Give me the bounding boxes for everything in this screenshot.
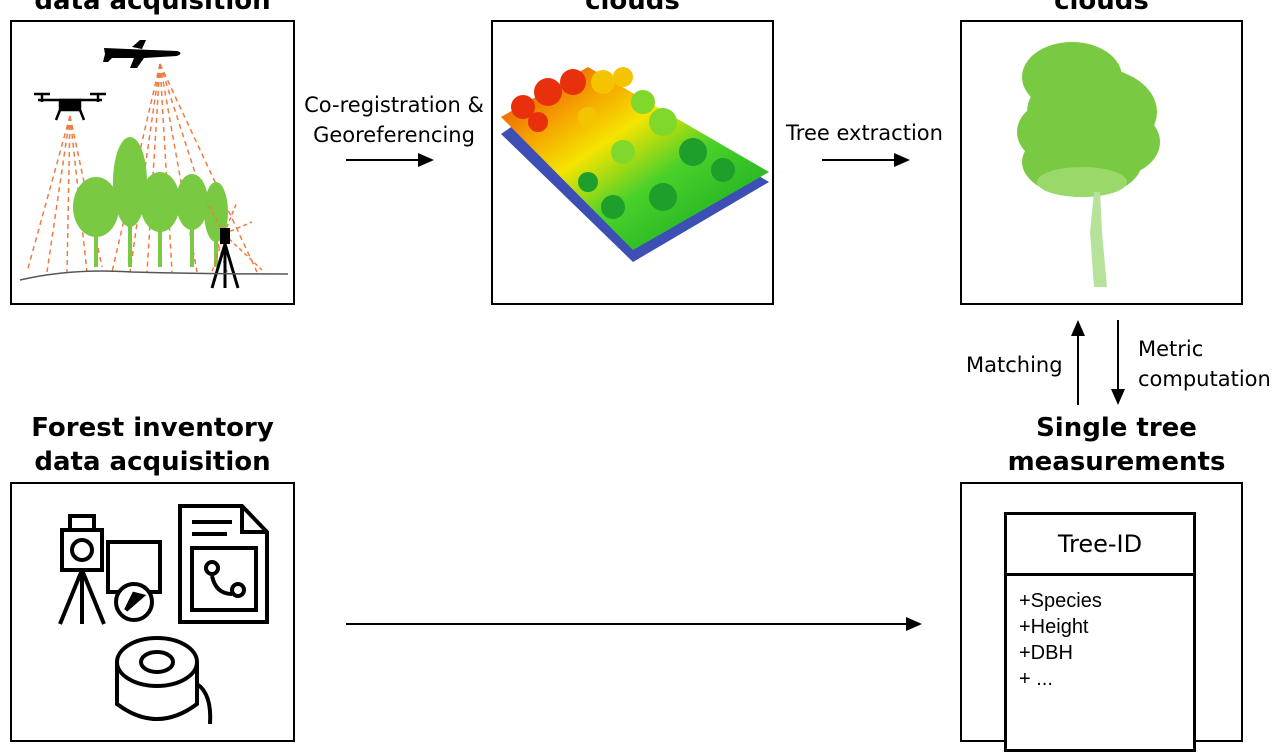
title-measurements-line1: Single tree [1036,413,1197,443]
drone-icon [34,92,106,121]
forest-trees [73,137,228,267]
inventory-tools-illustration [58,504,269,725]
single-tree-point-cloud [1017,42,1160,287]
title-lidar-acquisition: data acquisition [34,0,271,16]
title-point-clouds: clouds [585,0,680,16]
tree-record-class: Tree-ID +Species +Height +DBH + ... [1004,512,1196,752]
cloud-mid-canopy [578,67,633,127]
total-station-icon [58,514,106,625]
metric-computation-label: Metric computation [1138,334,1271,394]
attr-dbh: +DBH [1019,642,1073,664]
lidar-acquisition-panel [10,20,295,305]
attr-height: +Height [1019,616,1089,638]
airplane-icon [103,40,181,68]
title-single-tree-measurements: Single tree measurements [960,411,1273,479]
arrow-tree-extraction [822,153,910,167]
map-document-icon [178,504,269,624]
cloud-dense-green [578,138,735,219]
arrow-inventory-to-measurements [346,617,922,631]
map-compass-icon [106,540,162,622]
arrow-coregistration [346,153,434,167]
forest-inventory-panel [10,482,295,742]
title-forest-inventory: Forest inventory data acquisition [0,411,305,479]
point-cloud-panel [491,20,774,305]
matching-label: Matching [966,353,1063,377]
single-tree-cloud-panel [960,20,1243,305]
title-forest-inventory-line2: data acquisition [34,447,271,477]
tree-stem-points [1090,192,1107,287]
tree-extraction-label: Tree extraction [786,121,943,145]
arrow-matching-up [1071,320,1085,405]
title-measurements-line2: measurements [1007,447,1226,477]
metric-line2: computation [1138,367,1271,391]
cloud-canopy-peaks [511,69,586,132]
tree-record-class-name: Tree-ID [1007,515,1193,576]
coregistration-line2: Georeferencing [313,123,475,147]
cloud-low-canopy [611,90,677,164]
tree-lower-crown [1037,167,1127,197]
cloud-canopy-points [501,67,769,250]
coregistration-line1: Co-registration & [304,93,484,117]
tripod-scanner-icon [210,228,240,289]
arrow-metric-down [1111,320,1125,405]
metric-line1: Metric [1138,337,1204,361]
tls-scan-rays [206,201,263,273]
point-cloud-illustration [501,67,769,262]
title-forest-inventory-line1: Forest inventory [31,413,274,443]
coregistration-label: Co-registration & Georeferencing [300,90,488,150]
measuring-tape-icon [115,636,213,725]
title-single-tree-clouds: clouds [1054,0,1149,16]
lidar-scene-illustration [19,40,289,289]
tree-record-attributes: +Species +Height +DBH + ... [1007,576,1193,692]
attr-species: +Species [1019,590,1102,612]
ground-line [19,270,289,281]
attr-more: + ... [1019,668,1053,690]
